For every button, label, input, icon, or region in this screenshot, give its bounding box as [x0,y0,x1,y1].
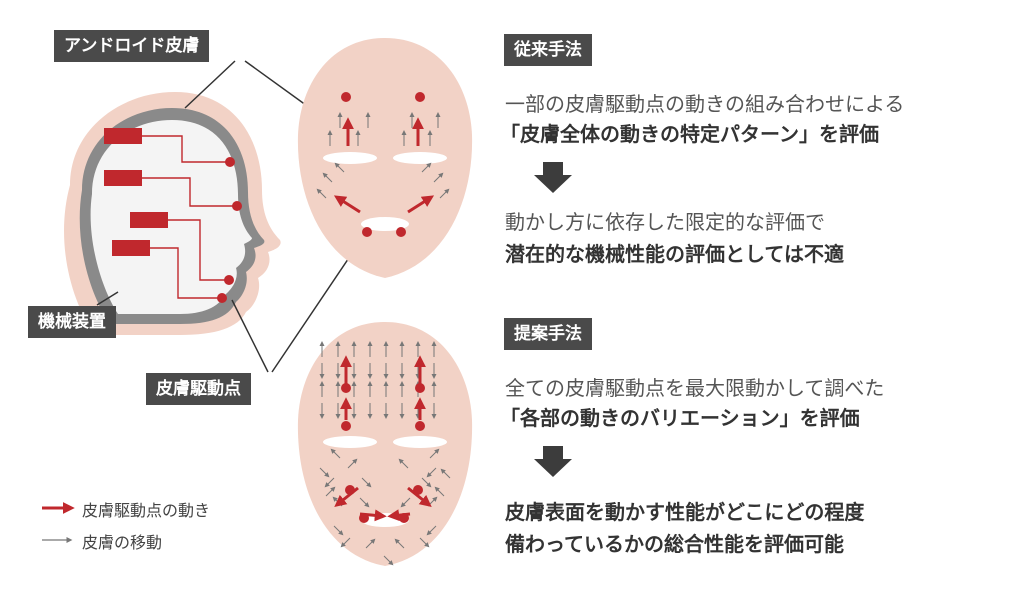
drive-point [345,485,355,495]
actuator-4 [112,240,150,256]
drive-points-top [341,92,425,237]
conventional-title: 従来手法 [504,34,592,66]
skin-movement-arrow [421,162,432,173]
skin-movement-arrow [365,538,376,549]
skin-movement-arrow [330,448,341,459]
actuator-2 [104,170,142,186]
skin-movement-arrow [319,467,330,478]
actuator-1 [104,128,142,144]
drive-point [415,421,425,431]
drive-motion-arrow [407,195,435,214]
face-conventional [297,38,473,278]
skin-movement-arrow [325,486,336,497]
skin-movement-arrow [383,555,394,566]
skin-movement-arrow [400,497,411,508]
drive-point [359,513,369,523]
legend-skin-movement: 皮膚の移動 [82,533,163,552]
skin-movement-arrow [333,525,344,536]
eye-right [393,436,447,448]
skin-movement-arrow [322,172,333,183]
skin-movement-arrows-top [316,112,450,199]
drive-motion-arrows-top [333,117,435,214]
drive-motion-arrow [333,195,361,214]
skin-movement-arrow [361,477,372,488]
actuators [104,128,168,256]
drive-point [413,485,423,495]
eye-right [393,152,447,164]
android-inner-space [90,120,253,314]
eye-left [323,436,377,448]
eye-left [323,152,377,164]
skin-movement-arrow [359,497,370,508]
conventional-line-3: 動かし方に依存した限定的な評価で [505,210,825,234]
skin-movement-arrow [429,448,440,459]
skin-movement-arrow [324,477,335,488]
proposed-title: 提案手法 [504,318,592,350]
proposed-line-1: 全ての皮膚駆動点を最大限動かして調べた [505,376,885,400]
skin-movement-arrow [440,468,451,479]
face-proposed [297,322,473,566]
drive-point [341,383,351,393]
actuator-wires [142,135,236,299]
conventional-line-2: 「皮膚全体の動きの特定パターン」を評価 [500,122,879,146]
skin-movement-arrow [419,537,430,548]
skin-movement-arrow [334,162,345,173]
skin-movement-arrow [426,467,437,478]
conventional-line-1: 一部の皮膚駆動点の動きの組み合わせによる [505,92,905,116]
proposed-line-3: 皮膚表面を動かす性能がどこにどの程度 [505,500,865,524]
skin-movement-arrow [421,477,432,488]
mouth [361,217,409,231]
android-head-profile [64,92,281,335]
legend-drive-motion: 皮膚駆動点の動き [82,501,211,520]
drive-point [341,421,351,431]
legend-marks [42,502,75,543]
side-drive-points [217,157,242,303]
actuator-3 [130,212,168,228]
skin-movement-arrow [426,525,437,536]
face-bottom-outline [297,322,473,566]
skin-movement-arrow [439,188,450,199]
drive-point [399,513,409,523]
skin-movement-arrow [434,486,445,497]
proposed-line-4: 備わっているかの総合性能を評価可能 [505,532,844,556]
proposed-line-2: 「各部の動きのバリエーション」を評価 [500,406,860,430]
skin-movement-arrows-bottom [319,341,451,566]
skin-movement-arrow [433,172,444,183]
drive-motion-arrows-bottom [334,355,432,523]
label-mechanical-device: 機械装置 [28,306,116,338]
skin-movement-arrow [347,458,358,469]
skin-movement-arrow [340,537,351,548]
drive-point [415,383,425,393]
label-skin-drive-point: 皮膚駆動点 [146,373,251,405]
drive-motion-arrow [407,486,432,507]
conventional-line-4: 潜在的な機械性能の評価としては不適 [505,242,844,266]
skin-movement-arrow [316,188,327,199]
label-android-skin: アンドロイド皮膚 [54,30,210,62]
skin-movement-arrow [394,538,405,549]
skin-movement-arrow [398,458,409,469]
